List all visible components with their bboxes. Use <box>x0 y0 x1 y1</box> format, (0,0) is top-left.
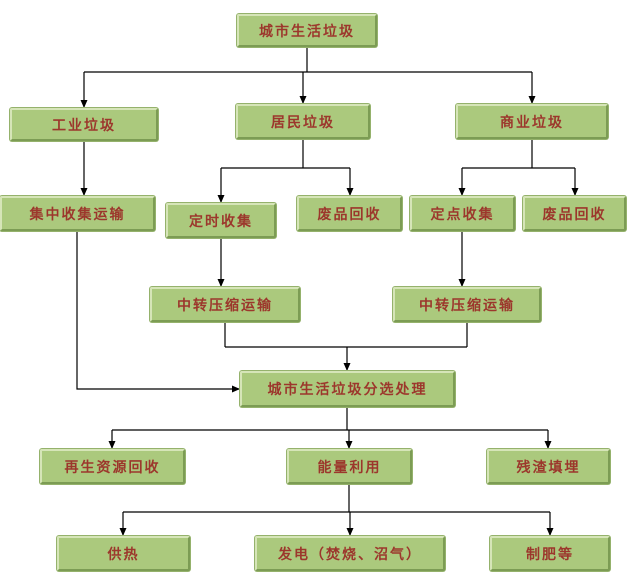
node-fixed-point-collection: 定点收集 <box>410 196 515 231</box>
node-scrap-recycling-residential: 废品回收 <box>297 196 402 231</box>
node-scheduled-collection: 定时收集 <box>166 203 276 238</box>
node-renewable-resource-recovery: 再生资源回收 <box>40 449 185 484</box>
node-root: 城市生活垃圾 <box>237 14 377 47</box>
node-residential-waste: 居民垃圾 <box>236 104 370 139</box>
node-power-generation: 发电（焚烧、沼气） <box>255 536 445 571</box>
node-sorting-treatment: 城市生活垃圾分选处理 <box>240 371 455 407</box>
node-commercial-waste: 商业垃圾 <box>456 104 608 139</box>
node-transfer-compression-transport-left: 中转压缩运输 <box>150 287 300 322</box>
node-fertilizer-production: 制肥等 <box>490 536 610 571</box>
node-centralized-collection-transport: 集中收集运输 <box>0 196 155 231</box>
node-industrial-waste: 工业垃圾 <box>10 108 158 141</box>
node-transfer-compression-transport-right: 中转压缩运输 <box>393 287 541 322</box>
node-scrap-recycling-commercial: 废品回收 <box>523 196 626 231</box>
node-residue-landfill: 残渣填埋 <box>487 449 610 484</box>
node-energy-utilization: 能量利用 <box>287 449 412 484</box>
node-heat-supply: 供热 <box>57 536 190 571</box>
